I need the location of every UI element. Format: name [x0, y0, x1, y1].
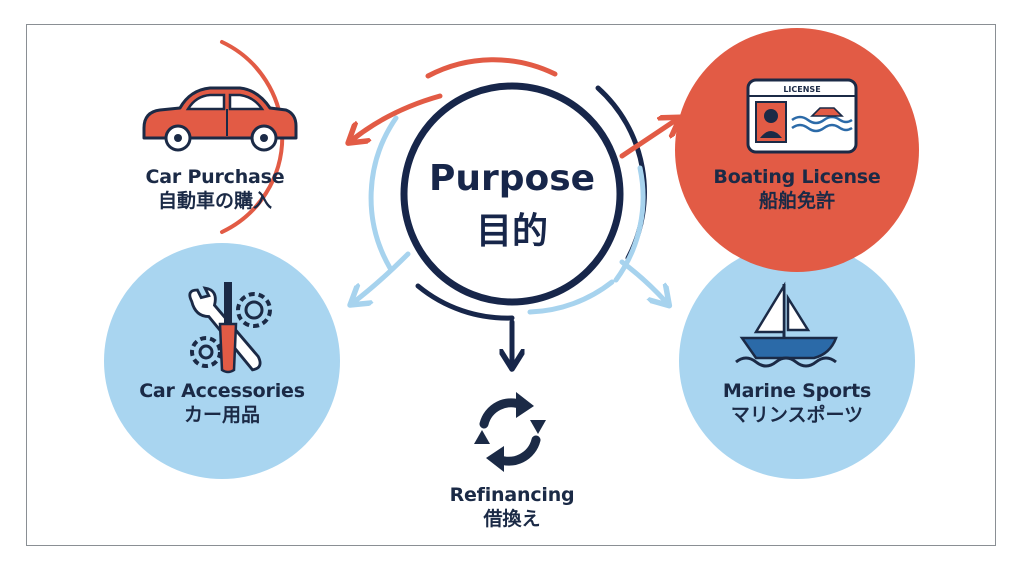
tools-gears-icon: [188, 282, 272, 374]
refinancing-label: Refinancing 借換え: [412, 484, 612, 532]
car-purchase-label: Car Purchase 自動車の購入: [120, 166, 310, 214]
marine-sports-jp: マリンスポーツ: [730, 403, 864, 426]
outer-arc-right-blue: [613, 165, 646, 283]
arrow-to-car-accessories: [354, 251, 411, 302]
outer-arc-bottom-blue: [527, 279, 615, 315]
boat-icon: [735, 281, 838, 368]
license-card-icon: LICENSE: [746, 78, 858, 154]
arrow-to-car-purchase: [352, 93, 443, 140]
purpose-title: Purpose: [428, 158, 596, 199]
license-card-label: LICENSE: [783, 85, 820, 94]
arrow-to-marine-sports: [619, 259, 666, 302]
car-accessories-label: Car Accessories カー用品: [122, 380, 322, 428]
car-purchase-jp: 自動車の購入: [157, 189, 272, 212]
purpose-title-jp: 目的: [475, 211, 548, 252]
car-icon: [142, 86, 298, 152]
boating-license-label: Boating License 船舶免許: [702, 166, 892, 214]
car-accessories-en: Car Accessories: [139, 380, 305, 402]
car-accessories-jp: カー用品: [183, 403, 260, 426]
outer-arc-bottom-navy: [415, 283, 515, 321]
marine-sports-label: Marine Sports マリンスポーツ: [697, 380, 897, 428]
purpose-circle: [400, 82, 624, 306]
boating-license-jp: 船舶免許: [758, 189, 835, 212]
outer-arc-top-red: [425, 57, 558, 79]
outer-arc-left-blue: [368, 115, 399, 271]
boating-license-en: Boating License: [713, 166, 881, 188]
car-purchase-en: Car Purchase: [145, 166, 285, 188]
refinancing-en: Refinancing: [449, 484, 575, 506]
refinancing-jp: 借換え: [483, 507, 541, 530]
refresh-cycle-icon: [474, 392, 546, 472]
arrow-to-boating-license: [619, 120, 676, 159]
marine-sports-en: Marine Sports: [722, 380, 872, 402]
